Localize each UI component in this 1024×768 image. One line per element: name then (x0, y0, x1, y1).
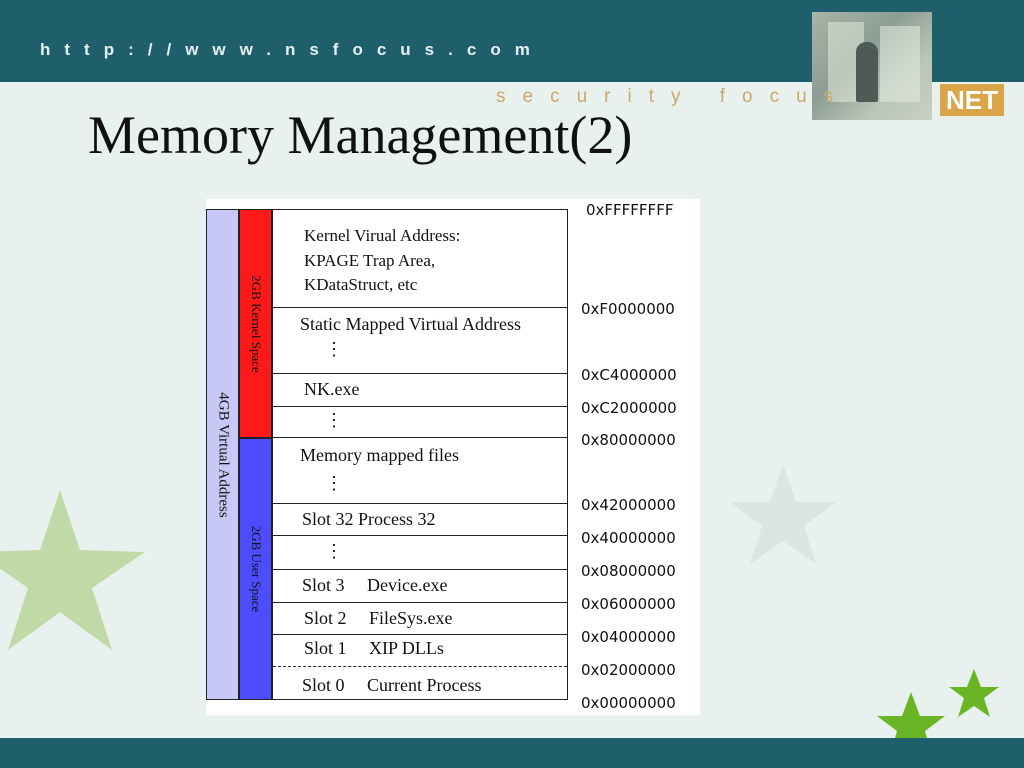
region-static-mapped-label: Static Mapped Virtual Address (300, 314, 522, 334)
user-space-label: 2GB User Space (248, 525, 264, 613)
header-url: http://www.nsfocus.com (40, 40, 544, 59)
user-space-column: 2GB User Space (239, 438, 272, 700)
ellipsis-kernel-gap: ⋮ (325, 410, 343, 430)
address-label: 0xC2000000 (581, 399, 677, 417)
region-memory-mapped-label: Memory mapped files (300, 445, 459, 465)
virtual-address-column: 4GB Virtual Address (206, 209, 239, 700)
memory-map-diagram: 4GB Virtual Address 2GB Kernel Space 2GB… (206, 199, 700, 715)
region-nk: NK.exe (273, 374, 567, 407)
photo-person-silhouette (856, 42, 878, 102)
ellipsis-static: ⋮ (325, 339, 343, 359)
kernel-space-column: 2GB Kernel Space (239, 209, 272, 438)
address-label: 0xF0000000 (581, 300, 675, 318)
address-label: 0x42000000 (581, 496, 676, 514)
address-label: 0x00000000 (581, 694, 676, 712)
star-icon-bottom-right-small (949, 669, 999, 717)
ellipsis-slot-gap: ⋮ (325, 541, 343, 561)
virtual-address-label: 4GB Virtual Address (215, 391, 231, 518)
address-label: 0x08000000 (581, 562, 676, 580)
kernel-space-label: 2GB Kernel Space (248, 274, 264, 373)
address-label: 0x04000000 (581, 628, 676, 646)
star-icon-left (0, 490, 145, 650)
star-icon-right-faint (730, 464, 836, 564)
region-kernel-virtual-line3: KDataStruct, etc (304, 275, 418, 294)
region-slot-32-label: Slot 32 Process 32 (302, 509, 436, 529)
region-slot-2: Slot 2 FileSys.exe (273, 603, 567, 635)
region-slot-1: Slot 1 XIP DLLs (273, 635, 567, 667)
region-memory-mapped: Memory mapped files ⋮ (273, 438, 567, 504)
header-photo (812, 12, 932, 120)
memory-region-table: Kernel Virual Address: KPAGE Trap Area, … (272, 209, 568, 700)
address-label: 0x80000000 (581, 431, 676, 449)
region-slot-3-label: Slot 3 Device.exe (302, 575, 448, 595)
region-slot-0: Slot 0 Current Process (273, 667, 567, 699)
region-slot-2-label: Slot 2 FileSys.exe (304, 608, 453, 628)
region-kernel-virtual-line2: KPAGE Trap Area, (304, 251, 436, 270)
region-kernel-virtual: Kernel Virual Address: KPAGE Trap Area, … (273, 210, 567, 308)
address-label: 0x06000000 (581, 595, 676, 613)
photo-window-right (880, 26, 920, 102)
region-kernel-virtual-line1: Kernel Virual Address: (304, 226, 461, 245)
address-label: 0x02000000 (581, 661, 676, 679)
address-label: 0x40000000 (581, 529, 676, 547)
region-slot-0-label: Slot 0 Current Process (302, 675, 482, 695)
slide-title: Memory Management(2) (88, 105, 633, 165)
region-slot-32: Slot 32 Process 32 (273, 504, 567, 536)
header-tagline: security focus (496, 86, 851, 107)
region-slot-3: Slot 3 Device.exe (273, 570, 567, 603)
net-logo: NET (940, 84, 1004, 116)
region-nk-label: NK.exe (304, 379, 360, 399)
region-slot-gap: ⋮ (273, 536, 567, 570)
region-static-mapped: Static Mapped Virtual Address ⋮ (273, 308, 567, 374)
region-kernel-gap: ⋮ (273, 407, 567, 438)
footer-band (0, 738, 1024, 768)
address-label: 0xC4000000 (581, 366, 677, 384)
address-label: 0xFFFFFFFF (586, 201, 674, 219)
ellipsis-memory-mapped: ⋮ (325, 473, 343, 493)
region-slot-1-label: Slot 1 XIP DLLs (304, 638, 444, 658)
star-icon-bottom-right-large (877, 692, 945, 756)
